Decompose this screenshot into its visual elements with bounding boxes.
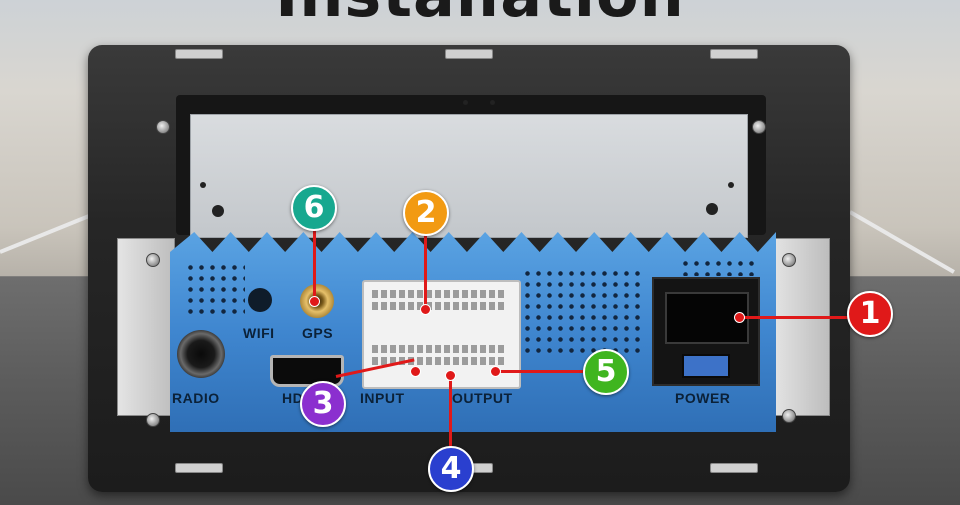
callout-badge-6: 6 [291,185,337,231]
connector-pins [372,345,507,353]
callout-dot-2 [420,304,431,315]
vent-holes [680,258,760,276]
left-bracket [117,238,175,416]
right-bracket [772,238,830,416]
connector-pins [372,302,507,310]
screw-icon [146,253,160,267]
screw-icon [752,120,766,134]
hd-label: HD [282,390,304,406]
callout-badge-2: 2 [403,190,449,236]
radio-antenna-port[interactable] [177,330,225,378]
vent-holes [522,268,642,358]
road-line-left [0,212,94,254]
wifi-antenna-port[interactable] [248,288,272,312]
plate-hole [490,100,495,105]
callout-line-4 [449,375,452,447]
callout-line-1 [740,316,848,319]
callout-badge-5: 5 [583,349,629,395]
power-label: POWER [675,390,731,406]
callout-dot-1 [734,312,745,323]
bezel-clip-bottom-right [710,463,758,473]
callout-badge-1: 1 [847,291,893,337]
callout-dot-5 [490,366,501,377]
hdmi-port[interactable] [270,355,344,387]
gps-label: GPS [302,325,334,341]
callout-line-5 [495,370,585,373]
output-label: OUTPUT [452,390,513,406]
plate-hole [200,182,206,188]
fuse [682,354,730,378]
callout-line-6 [313,226,316,300]
bezel-clip-bottom-left [175,463,223,473]
bezel-clip-top-right [710,49,758,59]
bezel-clip-top-center [445,49,493,59]
plate-hole [463,100,468,105]
screw-icon [156,120,170,134]
screw-icon [146,413,160,427]
radio-label: RADIO [172,390,220,406]
wifi-label: WIFI [243,325,275,341]
bezel-clip-top-left [175,49,223,59]
page-title: Installation [0,0,960,31]
input-label: INPUT [360,390,405,406]
callout-dot-4 [445,370,456,381]
screw-icon [782,409,796,423]
callout-badge-4: 4 [428,446,474,492]
plate-hole [212,205,224,217]
vent-holes [185,262,245,317]
road-line-right [849,210,955,274]
connector-pins [372,290,507,298]
screw-icon [782,253,796,267]
callout-badge-3: 3 [300,381,346,427]
plate-hole [728,182,734,188]
callout-dot-6 [309,296,320,307]
metal-plate [190,114,748,238]
callout-line-2 [424,230,427,308]
callout-dot-3 [410,366,421,377]
plate-hole [706,203,718,215]
connector-pins [372,357,507,365]
